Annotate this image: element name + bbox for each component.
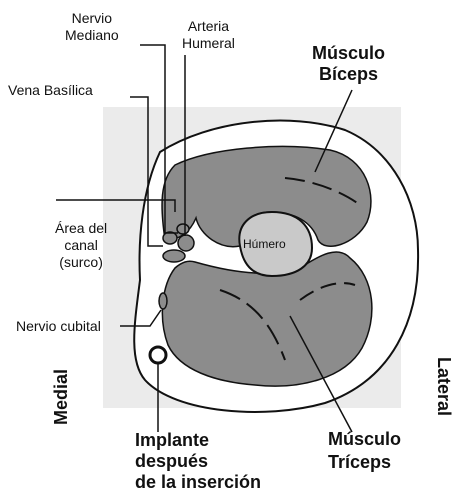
label-musculo-triceps: Músculo Tríceps bbox=[328, 428, 401, 474]
nervio-mediano-structure bbox=[177, 224, 189, 234]
label-arteria-humeral-line1: Arteria bbox=[182, 18, 235, 35]
label-musculo-biceps-line1: Músculo bbox=[312, 43, 385, 64]
label-implante-line2: después bbox=[135, 451, 261, 472]
vena-basilica-structure bbox=[163, 232, 177, 244]
label-implante-line3: de la inserción bbox=[135, 472, 261, 493]
nervio-cubital-structure bbox=[159, 293, 167, 309]
label-area-canal-line3: (surco) bbox=[55, 254, 107, 271]
label-nervio-mediano-line2: Mediano bbox=[65, 27, 119, 44]
arteria-humeral-structure bbox=[178, 235, 194, 251]
label-musculo-triceps-line2: Tríceps bbox=[328, 451, 401, 474]
label-arteria-humeral-line2: Humeral bbox=[182, 35, 235, 52]
label-musculo-biceps-line2: Bíceps bbox=[312, 64, 385, 85]
label-nervio-mediano-line1: Nervio bbox=[65, 10, 119, 27]
label-lateral: Lateral bbox=[435, 357, 452, 416]
label-area-canal-line2: canal bbox=[55, 237, 107, 254]
label-nervio-mediano: Nervio Mediano bbox=[65, 10, 119, 44]
label-humero: Húmero bbox=[243, 236, 286, 253]
label-implante-line1: Implante bbox=[135, 430, 261, 451]
label-vena-basilica: Vena Basílica bbox=[8, 82, 93, 99]
label-implante: Implante después de la inserción bbox=[135, 430, 261, 493]
canal-structure bbox=[163, 250, 185, 262]
label-nervio-cubital: Nervio cubital bbox=[16, 318, 101, 335]
label-area-canal-line1: Área del bbox=[55, 220, 107, 237]
label-musculo-triceps-line1: Músculo bbox=[328, 428, 401, 451]
label-musculo-biceps: Músculo Bíceps bbox=[312, 43, 385, 85]
implant-structure bbox=[150, 347, 166, 363]
label-arteria-humeral: Arteria Humeral bbox=[182, 18, 235, 52]
label-medial: Medial bbox=[53, 369, 70, 425]
label-area-canal: Área del canal (surco) bbox=[55, 220, 107, 271]
